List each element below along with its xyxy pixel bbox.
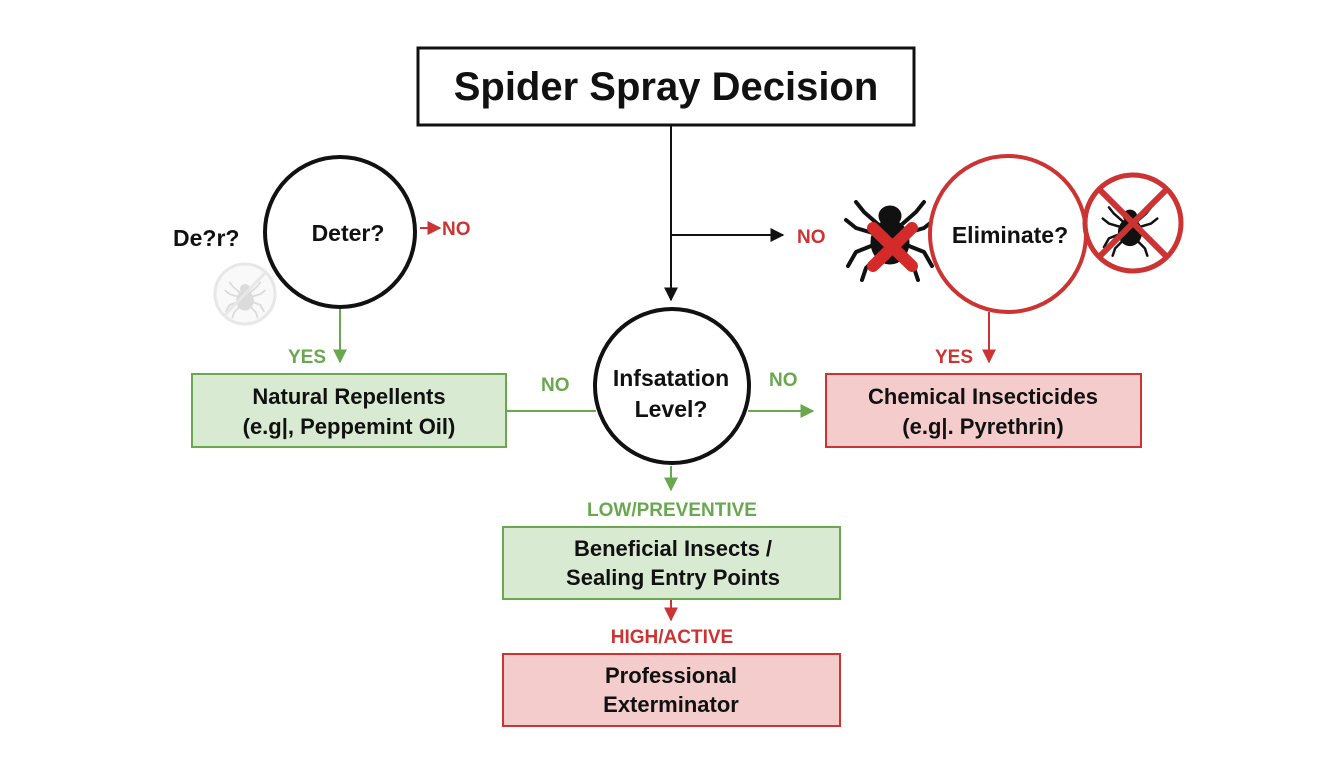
beneficial-line2: Sealing Entry Points [566,565,780,590]
infestation-line2: Level? [635,396,708,422]
prohibited-spider-icon [1082,172,1184,274]
deter-side-label: De?r? [173,225,239,251]
professional-box: Professional Exterminator [502,653,841,727]
deter-no-label: NO [442,219,471,240]
infest-right-no-label: NO [769,370,798,391]
title-box: Spider Spray Decision [416,46,916,127]
red-x-icon [867,222,918,272]
chemical-line2: (e.g|. Pyrethrin) [902,414,1063,439]
low-preventive-label: LOW/PREVENTIVE [587,500,757,521]
beneficial-line1: Beneficial Insects / [574,536,772,561]
professional-line2: Exterminator [603,692,739,717]
high-active-label: HIGH/ACTIVE [611,627,733,648]
deter-label: Deter? [312,220,385,246]
eliminate-node: Eliminate? [928,154,1088,314]
professional-line1: Professional [605,663,737,688]
deter-node: Deter? [263,155,417,309]
chemical-line1: Chemical Insecticides [868,384,1098,409]
infestation-line1: Infsatation [613,365,729,391]
natural-line1: Natural Repellents [252,384,445,409]
natural-repellents-box: Natural Repellents (e.g|, Peppemint Oil) [191,373,507,448]
connectors [333,126,996,622]
eliminate-yes-label: YES [935,347,973,368]
faded-spider-icon [213,262,277,326]
infestation-node: Infsatation Level? [593,307,751,465]
diagram-title: Spider Spray Decision [454,65,879,109]
infest-left-no-label: NO [541,375,570,396]
natural-line2: (e.g|, Peppemint Oil) [243,414,456,439]
title-no-label: NO [797,227,826,248]
deter-yes-label: YES [288,347,326,368]
chemical-insecticides-box: Chemical Insecticides (e.g|. Pyrethrin) [825,373,1142,448]
beneficial-box: Beneficial Insects / Sealing Entry Point… [502,526,841,600]
eliminate-label: Eliminate? [952,222,1068,248]
